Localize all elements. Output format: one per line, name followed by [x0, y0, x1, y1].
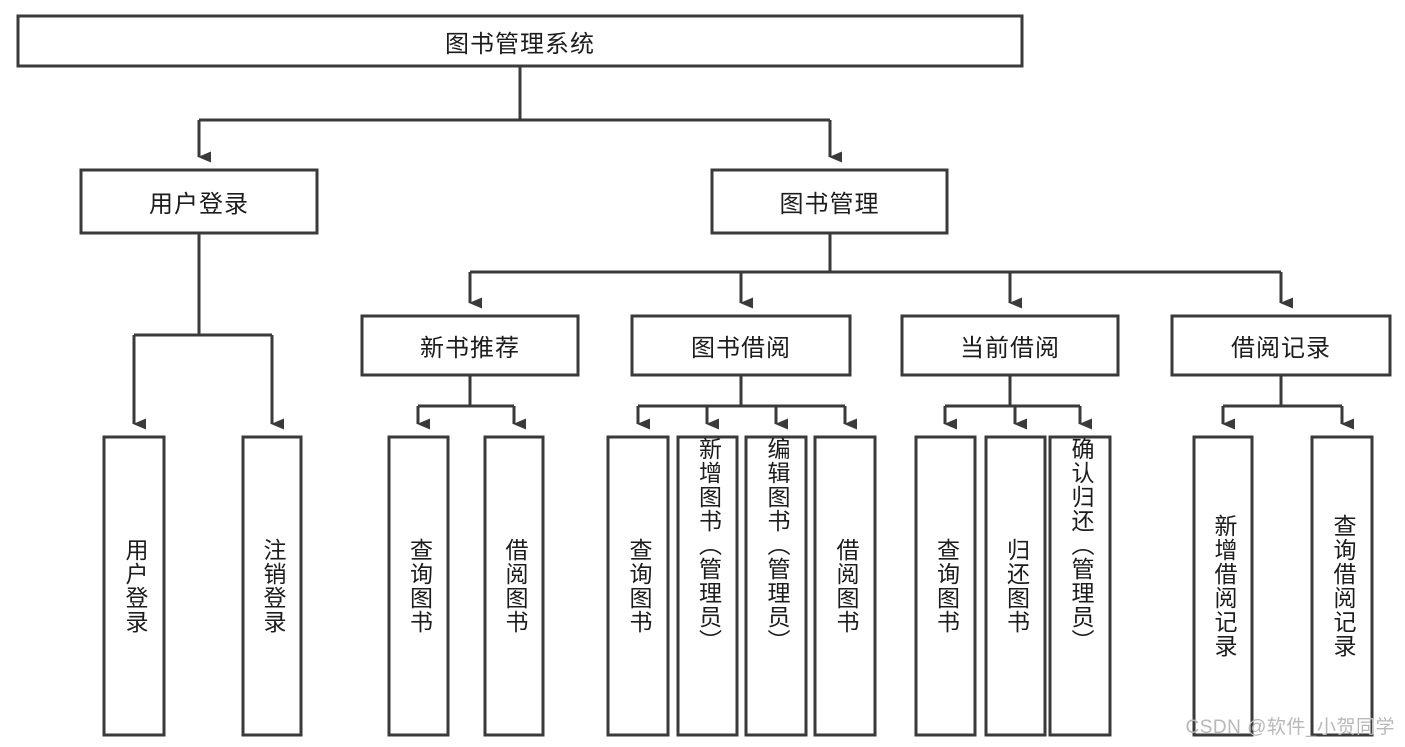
node-box-leaf-add-borrow-record[interactable]: [1192, 435, 1254, 737]
csdn-watermark: CSDN @软件_小贺同学: [1185, 717, 1395, 738]
node-box-leaf-query-book-3[interactable]: [914, 435, 977, 737]
node-box-leaf-query-book-2[interactable]: [606, 435, 670, 737]
node-box-leaf-query-book-1[interactable]: [387, 435, 450, 737]
node-box-leaf-borrow-book-2[interactable]: [813, 435, 877, 737]
node-box-book-borrow[interactable]: [630, 314, 852, 377]
node-box-book-management[interactable]: [710, 168, 949, 235]
node-box-leaf-query-borrow-record[interactable]: [1310, 435, 1374, 737]
node-box-leaf-user-login[interactable]: [102, 435, 166, 737]
node-box-title[interactable]: [16, 14, 1024, 68]
node-box-leaf-return-book[interactable]: [984, 435, 1047, 737]
node-box-borrow-record[interactable]: [1170, 314, 1392, 377]
node-box-leaf-logout[interactable]: [241, 435, 303, 737]
node-box-leaf-confirm-return-admin[interactable]: [1048, 435, 1112, 737]
node-box-current-borrow[interactable]: [900, 314, 1120, 377]
node-box-user-login[interactable]: [79, 168, 319, 235]
node-box-leaf-edit-book-admin[interactable]: [744, 435, 808, 737]
node-box-leaf-add-book-admin[interactable]: [676, 435, 739, 737]
node-box-leaf-borrow-book-1[interactable]: [483, 435, 545, 737]
node-box-new-book-recommend[interactable]: [360, 314, 580, 377]
